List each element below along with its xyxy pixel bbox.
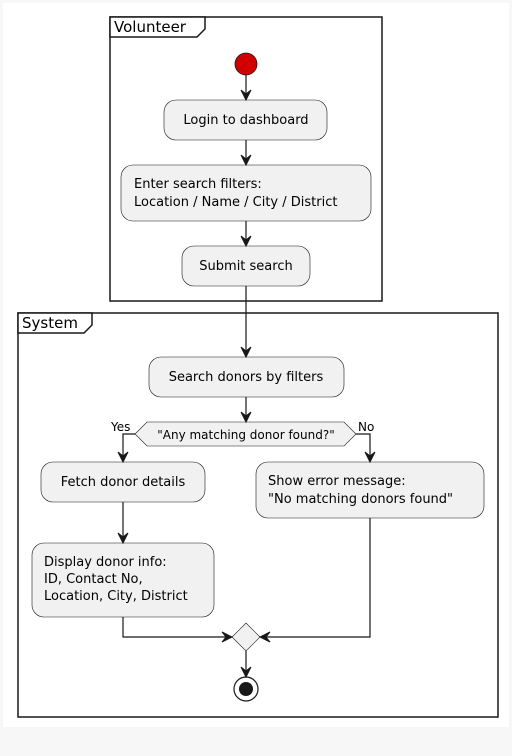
activity-show-error-label-2: "No matching donors found" — [268, 492, 453, 507]
activity-enter-filters-box — [120, 164, 372, 222]
edge-decision-yes — [122, 433, 135, 456]
system-lane: System — [17, 312, 499, 718]
end-node-dot — [239, 682, 253, 696]
activity-diagram: Volunteer System Login to dashboard Ente… — [3, 3, 509, 727]
activity-fetch-details-label: Fetch donor details — [61, 475, 186, 490]
arrow-head — [240, 89, 252, 102]
activity-display-info-label-2: ID, Contact No, — [44, 572, 143, 587]
decision-no-label: No — [358, 420, 374, 434]
decision-match-found: "Any matching donor found?" Yes No — [110, 420, 374, 447]
activity-show-error-box — [255, 461, 485, 519]
activity-display-info-label-1: Display donor info: — [44, 555, 167, 570]
edge-display-merge — [122, 617, 226, 638]
activity-fetch-details: Fetch donor details — [40, 461, 206, 503]
arrow-head — [240, 154, 252, 167]
activity-enter-filters: Enter search filters: Location / Name / … — [120, 164, 372, 222]
decision-question: "Any matching donor found?" — [157, 428, 335, 442]
activity-login: Login to dashboard — [163, 99, 328, 141]
arrow-head — [117, 451, 129, 464]
merge-node — [231, 622, 261, 652]
activity-search-donors-label: Search donors by filters — [169, 370, 324, 385]
arrow-head — [258, 631, 271, 643]
diagram-svg: Volunteer System Login to dashboard Ente… — [17, 16, 499, 718]
end-node — [233, 676, 259, 702]
activity-submit-search-label: Submit search — [199, 259, 292, 274]
activity-login-label: Login to dashboard — [183, 113, 308, 128]
activity-enter-filters-label-2: Location / Name / City / District — [134, 195, 337, 210]
activity-show-error-label-1: Show error message: — [268, 474, 406, 489]
activity-display-info: Display donor info: ID, Contact No, Loca… — [31, 542, 215, 618]
activity-show-error: Show error message: "No matching donors … — [255, 461, 485, 519]
start-node — [234, 52, 258, 76]
edge-decision-no — [356, 433, 371, 456]
volunteer-lane-title: Volunteer — [114, 18, 187, 36]
edges — [117, 75, 376, 679]
system-lane-frame — [17, 312, 499, 718]
arrow-head — [117, 532, 129, 545]
activity-enter-filters-label-1: Enter search filters: — [134, 177, 262, 192]
edge-error-merge — [266, 518, 371, 638]
arrow-head — [240, 235, 252, 248]
arrow-head — [240, 346, 252, 359]
arrow-head — [240, 411, 252, 424]
arrow-head — [221, 631, 234, 643]
activity-submit-search: Submit search — [181, 245, 311, 287]
arrow-head — [364, 451, 376, 464]
arrow-head — [240, 666, 252, 679]
system-lane-title: System — [22, 314, 78, 332]
decision-yes-label: Yes — [110, 420, 130, 434]
activity-display-info-label-3: Location, City, District — [44, 589, 188, 604]
activity-search-donors: Search donors by filters — [148, 356, 345, 398]
system-lane-tab — [17, 312, 93, 334]
volunteer-lane-tab — [109, 16, 206, 38]
